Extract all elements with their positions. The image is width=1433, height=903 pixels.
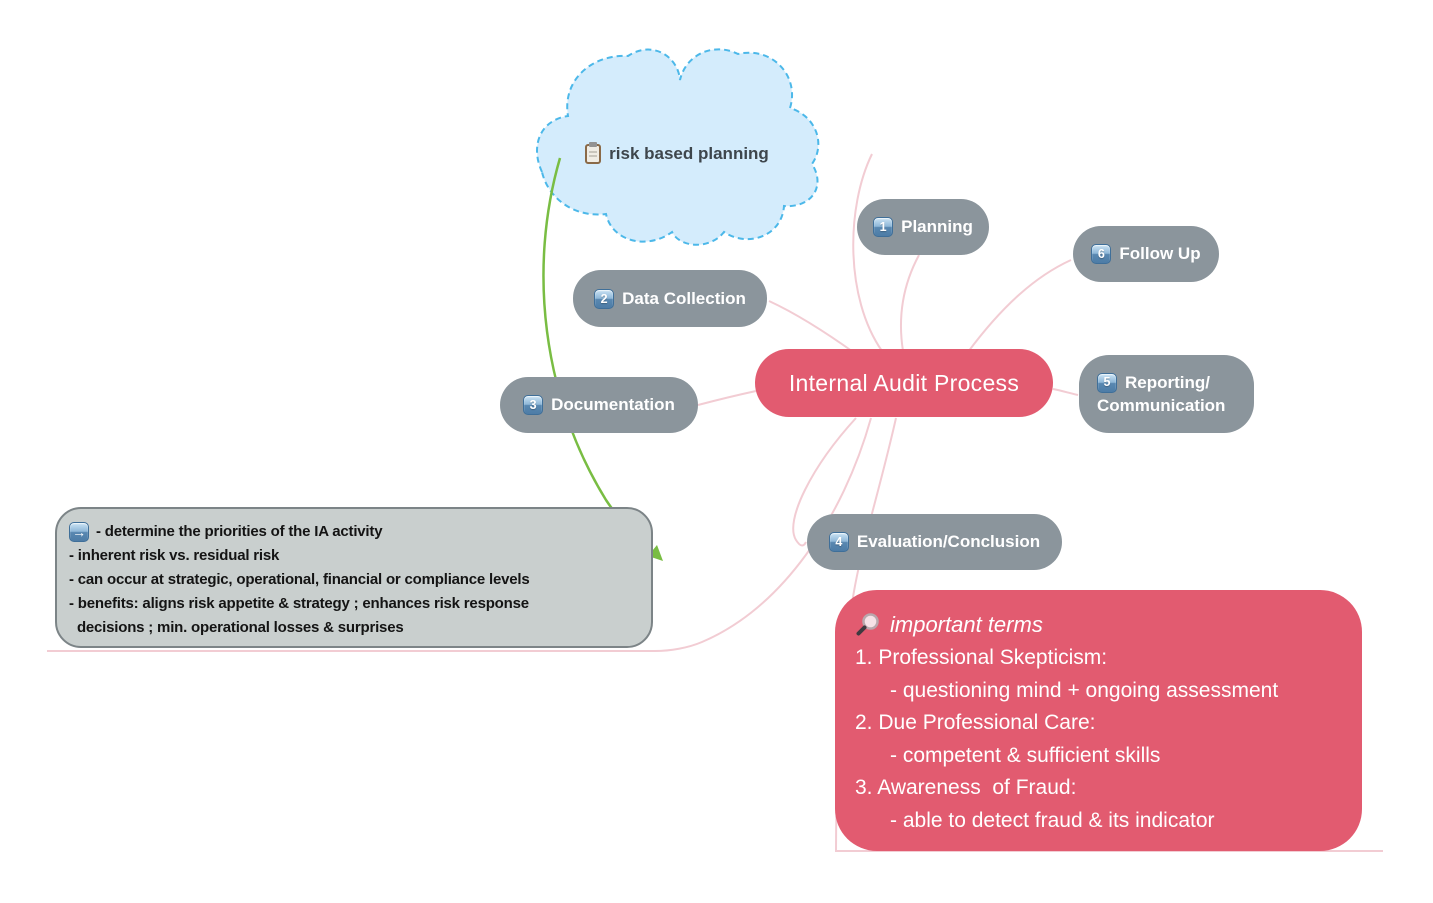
topic-reporting-communication[interactable]: 5 Reporting/ Communication xyxy=(1079,355,1254,433)
topic-risk-based-planning[interactable]: risk based planning xyxy=(540,140,814,168)
topic-follow-up[interactable]: 6 Follow Up xyxy=(1073,226,1219,282)
note-line-3: - can occur at strategic, operational, f… xyxy=(69,571,530,588)
term-item-3: 3. Awareness of Fraud: xyxy=(855,776,1077,799)
connector-follow-up xyxy=(967,259,1072,353)
topic-documentation-label: Documentation xyxy=(551,395,675,414)
topic-reporting-label-line2: Communication xyxy=(1097,396,1226,415)
topic-data-collection[interactable]: 2 Data Collection xyxy=(573,270,767,327)
central-topic[interactable]: Internal Audit Process xyxy=(755,349,1053,417)
arrow-right-icon: → xyxy=(69,522,89,542)
number-4-marker-icon: 4 xyxy=(828,532,849,552)
topic-evaluation-conclusion[interactable]: 4 Evaluation/Conclusion xyxy=(807,514,1062,570)
note-line-4: - benefits: aligns risk appetite & strat… xyxy=(69,595,529,636)
central-topic-label: Internal Audit Process xyxy=(788,369,1020,396)
term-item-2-sub: - competent & sufficient skills xyxy=(855,743,1161,767)
note-line-2: - inherent risk vs. residual risk xyxy=(69,547,280,564)
topic-planning[interactable]: 1 Planning xyxy=(857,199,989,255)
connector-cloud-topic xyxy=(852,153,883,352)
topic-reporting-label-line1: Reporting/ xyxy=(1125,373,1210,392)
connector-reporting xyxy=(1052,388,1079,396)
important-terms-title: important terms xyxy=(890,612,1043,637)
connector-evaluation xyxy=(792,417,857,547)
note-line-1: - determine the priorities of the IA act… xyxy=(96,523,383,540)
clipboard-icon xyxy=(585,144,602,164)
connector-data-collection xyxy=(768,300,857,355)
connector-planning xyxy=(900,254,920,352)
connector-note-box xyxy=(47,417,872,652)
cloud-shape xyxy=(536,48,820,246)
important-terms-topic[interactable]: important terms 1. Professional Skeptici… xyxy=(835,590,1362,851)
topic-follow-up-label: Follow Up xyxy=(1119,244,1201,263)
cloud-topic-label: risk based planning xyxy=(609,144,769,163)
number-2-marker-icon: 2 xyxy=(594,288,615,309)
topic-data-collection-label: Data Collection xyxy=(622,288,746,308)
topic-documentation[interactable]: 3 Documentation xyxy=(500,377,698,433)
term-item-1: 1. Professional Skepticism: xyxy=(855,646,1108,669)
magnifier-icon xyxy=(855,612,881,638)
number-6-marker-icon: 6 xyxy=(1091,244,1112,264)
term-item-3-sub: - able to detect fraud & its indicator xyxy=(855,808,1215,832)
number-5-marker-icon: 5 xyxy=(1097,372,1117,393)
connector-documentation xyxy=(697,390,757,406)
number-3-marker-icon: 3 xyxy=(523,395,544,415)
number-1-marker-icon: 1 xyxy=(873,217,894,237)
topic-planning-label: Planning xyxy=(901,217,973,236)
term-item-1-sub: - questioning mind + ongoing assessment xyxy=(855,678,1279,702)
note-risk-planning-details[interactable]: → - determine the priorities of the IA a… xyxy=(55,507,653,648)
term-item-2: 2. Due Professional Care: xyxy=(855,711,1096,734)
topic-evaluation-label: Evaluation/Conclusion xyxy=(856,532,1041,551)
